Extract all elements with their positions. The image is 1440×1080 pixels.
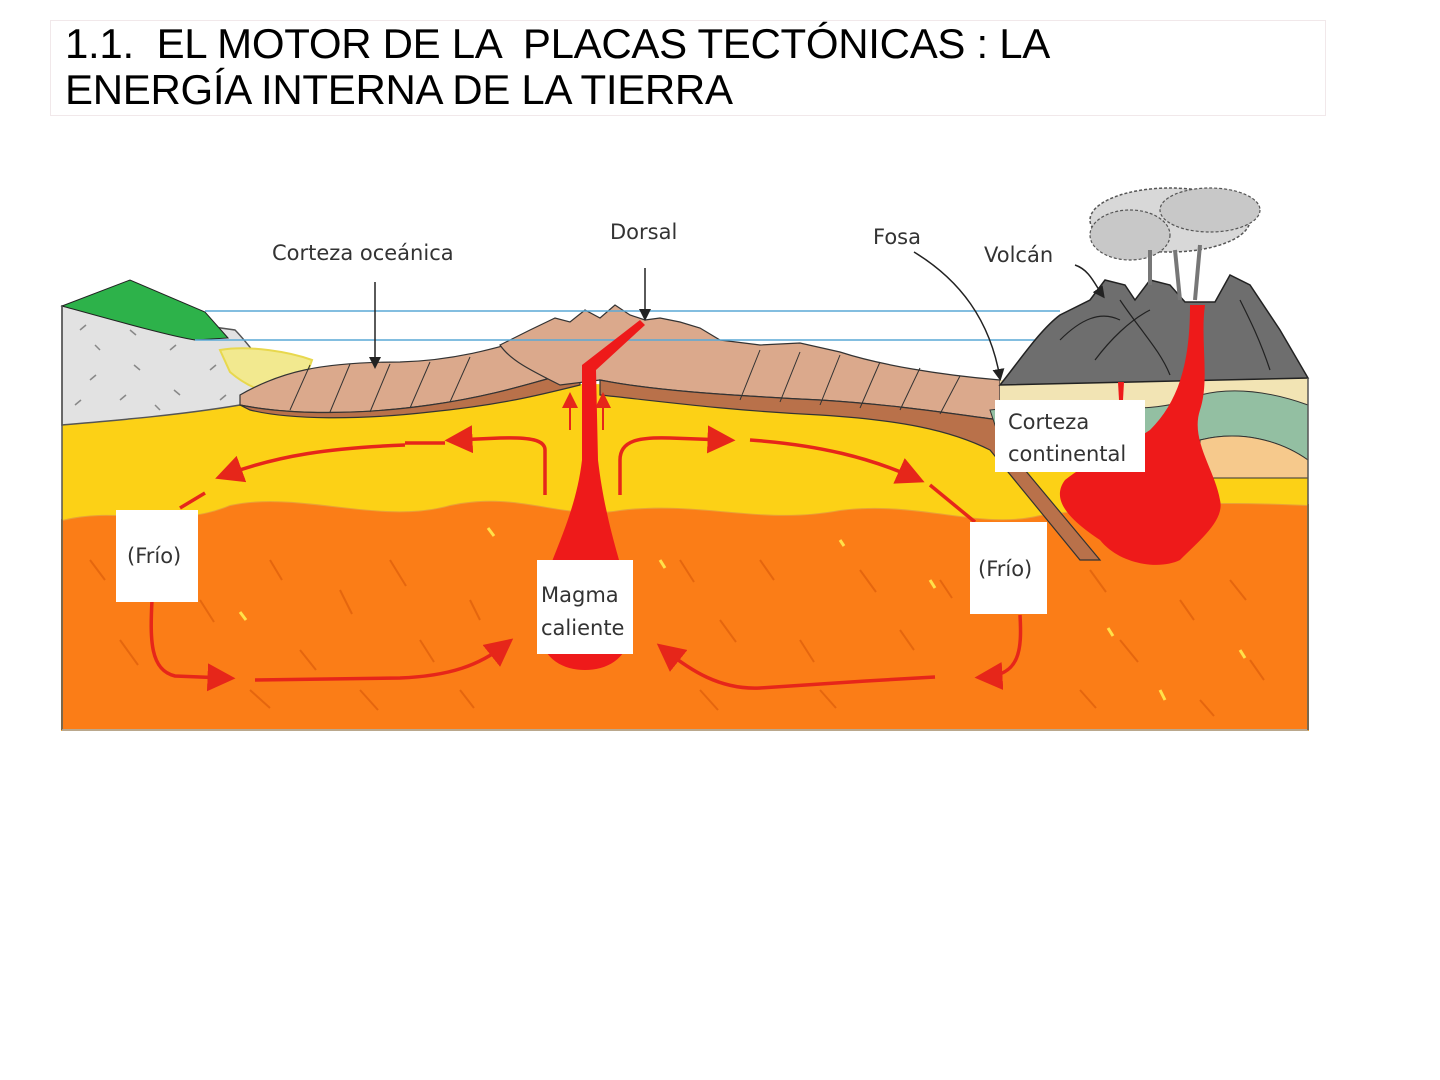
oceanic-crust-left-base [239, 369, 581, 419]
slide-title-line-2: ENERGÍA INTERNA DE LA TIERRA [65, 66, 733, 113]
label-oceanic-crust: Corteza oceánica [272, 241, 454, 265]
label-continental-crust-line2: continental [1008, 442, 1126, 466]
label-volcano: Volcán [984, 243, 1053, 267]
label-box-continental-crust: Corteza continental [995, 400, 1145, 472]
oceanic-crust-right-base [599, 379, 1102, 561]
upwelling-arrows [562, 392, 611, 430]
rock-texture [74, 324, 227, 411]
label-box-cold-left: (Frío) [116, 510, 198, 602]
label-box-hot-magma: Magma caliente [537, 560, 633, 654]
label-hot-magma-line2: caliente [541, 616, 624, 640]
upper-mantle [62, 383, 1308, 520]
label-cold-right: (Frío) [978, 557, 1032, 581]
slide-title-line-1: 1.1. EL MOTOR DE LA PLACAS TECTÓNICAS : … [65, 20, 1051, 67]
crust-segments [289, 349, 961, 415]
ash-cloud [1089, 187, 1261, 301]
label-trench: Fosa [873, 225, 921, 249]
volcano-ridge-lines [1059, 299, 1271, 376]
mantle-sparks [238, 527, 1247, 701]
label-hot-magma-line1: Magma [541, 583, 619, 607]
label-pointers [369, 251, 1105, 381]
diagram-body [60, 187, 1310, 731]
label-continental-crust-line1: Corteza [1008, 410, 1089, 434]
label-cold-left: (Frío) [127, 544, 181, 568]
convection-arrows [149, 425, 1023, 692]
mantle-texture [89, 559, 1265, 717]
volcano-mountains [998, 274, 1310, 386]
volcano-lava-conduit [1059, 305, 1221, 565]
label-ridge: Dorsal [610, 220, 677, 244]
label-box-cold-right: (Frío) [970, 522, 1047, 614]
left-continent-vegetation [60, 279, 230, 341]
slide-title-box: 1.1. EL MOTOR DE LA PLACAS TECTÓNICAS : … [50, 20, 1326, 116]
volcano-side-dike [1118, 382, 1124, 400]
